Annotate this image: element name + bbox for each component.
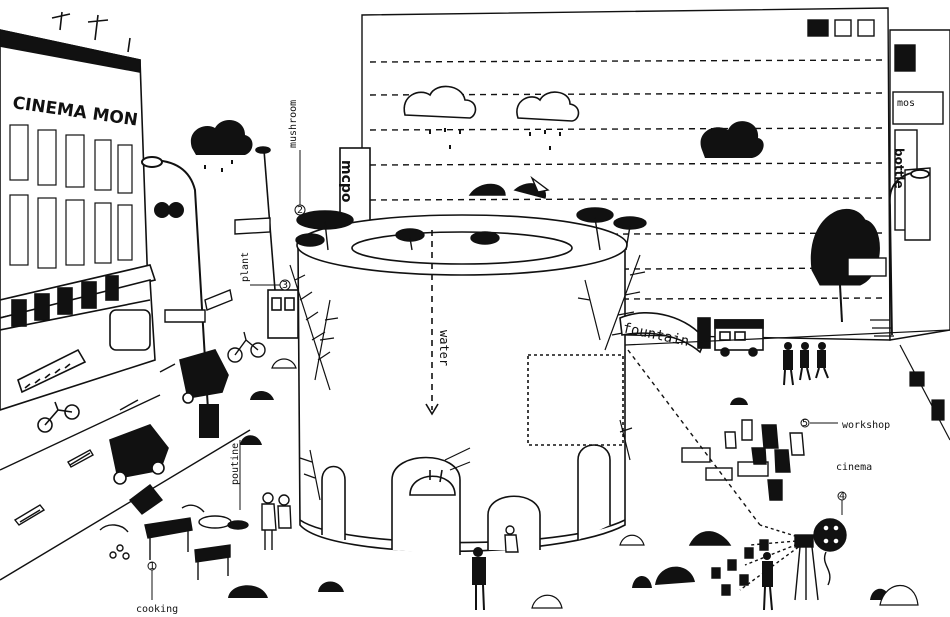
poutine-label: poutine [230, 443, 241, 485]
street-lamp-3 [888, 169, 930, 336]
film-reel-icon [813, 518, 847, 586]
person-icon [472, 342, 829, 611]
workshop-label: workshop [842, 420, 890, 431]
sidewalk [624, 319, 950, 441]
rocks [228, 391, 890, 600]
cloud-icon [700, 121, 764, 158]
workshop-area [681, 419, 805, 501]
tree-icon [295, 175, 647, 251]
small-sign-text: mos [897, 98, 915, 109]
cinema-building [0, 11, 157, 433]
car-icon [109, 424, 169, 485]
rotunda [296, 214, 628, 555]
rocks-outline [271, 358, 919, 609]
marker-workshop: 5 [802, 418, 808, 429]
cinema-label: cinema [836, 462, 872, 473]
fountain-banner [619, 312, 711, 354]
rain-cloud-icon [403, 85, 477, 149]
callouts [147, 150, 847, 600]
mcpo-sign-text: mcpo [338, 160, 354, 203]
bus-icon [714, 319, 764, 357]
marker-mushroom: 2 [297, 205, 303, 216]
rain-cloud-icon [516, 91, 580, 150]
road [0, 363, 251, 581]
bicycle-icon [227, 331, 266, 363]
car-icon [179, 349, 229, 404]
street-lamp [141, 156, 219, 438]
person-icon [261, 492, 519, 553]
plant-label: plant [240, 252, 251, 282]
cinema-area [627, 349, 847, 601]
right-building [889, 29, 950, 341]
street-signs [164, 217, 271, 323]
mushroom-label: mushroom [288, 100, 299, 148]
marker-cooking: 1 [149, 561, 155, 572]
fern-plants [289, 254, 646, 501]
water-label: water [437, 330, 451, 366]
chair-icon [711, 539, 769, 596]
cloud-icon [190, 119, 253, 172]
projector-icon [794, 534, 819, 601]
street-lamp-2 [255, 146, 299, 339]
marker-cinema: 4 [839, 491, 845, 502]
cooking-label: cooking [136, 604, 178, 615]
bottle-sign: bottle [892, 148, 906, 189]
marker-plant: 3 [282, 280, 288, 291]
cooking-area [99, 484, 249, 580]
